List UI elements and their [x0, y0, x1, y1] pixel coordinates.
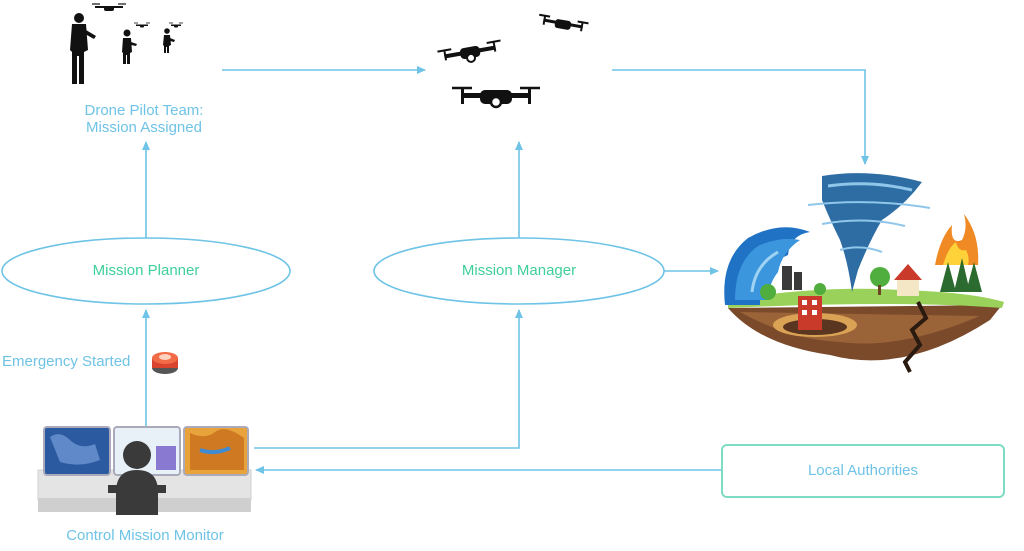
control-monitor-label: Control Mission Monitor	[66, 527, 224, 544]
arrow-monitor-to-manager	[254, 309, 523, 449]
emergency-button-icon	[152, 352, 178, 374]
mission-planner-ellipse	[1, 237, 291, 305]
pilot-team-label: Drone Pilot Team: Mission Assigned	[64, 102, 224, 136]
drone-icon	[92, 3, 183, 28]
pilot-team-line1: Drone Pilot Team:	[84, 102, 204, 119]
mission-manager-label: Mission Manager	[461, 262, 577, 279]
control-monitor-icon	[37, 426, 252, 515]
mission-planner-label: Mission Planner	[92, 262, 200, 279]
mission-manager-ellipse	[373, 237, 665, 305]
local-authorities-label: Local Authorities	[807, 462, 919, 479]
pilot-silhouette-icon	[70, 13, 175, 84]
arrow-drones-to-disaster	[612, 69, 869, 165]
local-authorities-box	[721, 444, 1005, 498]
disaster-island-icon	[724, 173, 1004, 373]
emergency-started-label: Emergency Started	[2, 353, 131, 370]
pilot-team-line2: Mission Assigned	[86, 119, 202, 136]
drone-icon	[437, 13, 589, 109]
